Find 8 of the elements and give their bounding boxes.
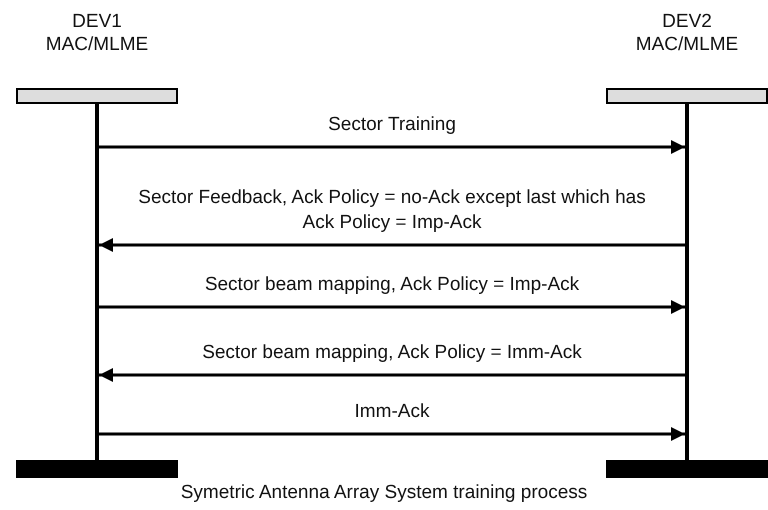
message-arrow <box>99 368 685 382</box>
participant-label: DEV2 MAC/MLME <box>634 10 740 56</box>
message-arrow <box>99 238 685 252</box>
message-arrow <box>99 427 685 441</box>
message-arrow <box>99 300 685 314</box>
caption: Symetric Antenna Array System training process <box>180 482 588 504</box>
participant-label: DEV1 MAC/MLME <box>44 10 150 56</box>
message-arrow <box>99 140 685 154</box>
